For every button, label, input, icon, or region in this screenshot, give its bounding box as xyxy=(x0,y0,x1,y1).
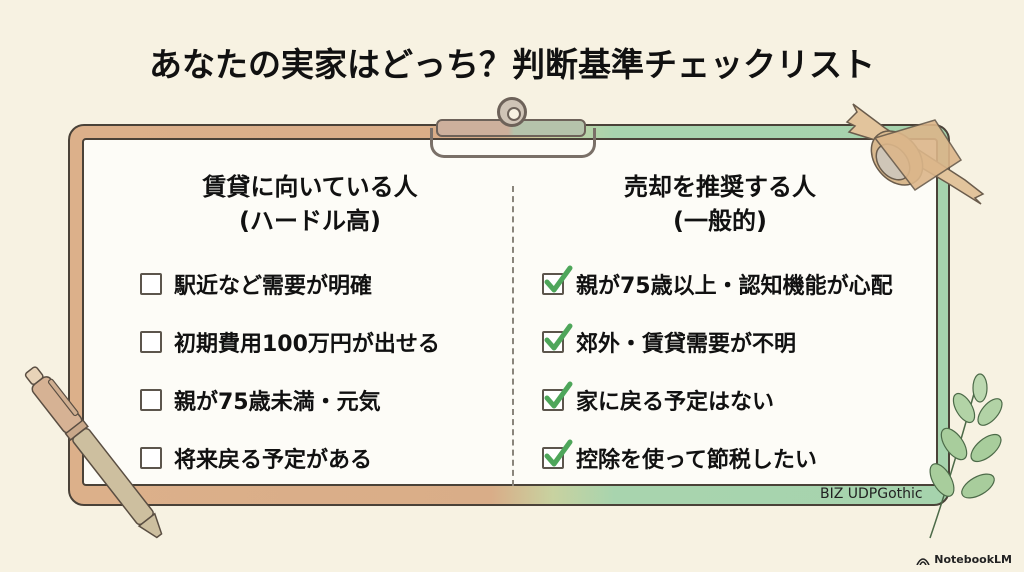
brand-label: NotebookLM xyxy=(934,553,1012,566)
clipboard-paper xyxy=(82,138,938,486)
leaf-sprig-icon xyxy=(929,373,1003,539)
clipboard-clip-ring-icon xyxy=(497,97,527,127)
font-note: BIZ UDPGothic xyxy=(820,486,923,502)
right-checklist-item: 親が75歳以上・認知機能が心配 xyxy=(542,265,893,300)
item-label: 家に戻る予定はない xyxy=(576,390,775,415)
checkbox-checked-icon[interactable] xyxy=(542,265,573,295)
checkbox-unchecked-icon[interactable] xyxy=(140,447,162,469)
item-label: 親が75歳未満・元気 xyxy=(174,390,381,415)
right-heading-line2: (一般的) xyxy=(673,207,767,235)
right-checklist-item: 控除を使って節税したい xyxy=(542,439,817,474)
right-column-heading: 売却を推奨する人 (一般的) xyxy=(530,170,910,238)
item-label: 初期費用100万円が出せる xyxy=(174,332,440,357)
item-label: 駅近など需要が明確 xyxy=(174,274,373,299)
right-heading-line1: 売却を推奨する人 xyxy=(624,173,816,201)
notebooklm-logo-icon xyxy=(916,557,930,565)
column-divider xyxy=(512,186,514,486)
item-label: 将来戻る予定がある xyxy=(174,448,373,473)
notebooklm-brand: NotebookLM xyxy=(916,553,1012,566)
left-column-heading: 賃貸に向いている人 (ハードル高) xyxy=(130,170,490,238)
left-checklist-item: 駅近など需要が明確 xyxy=(140,268,372,300)
left-checklist-item: 初期費用100万円が出せる xyxy=(140,326,440,358)
left-heading-line1: 賃貸に向いている人 xyxy=(202,173,418,201)
checkbox-unchecked-icon[interactable] xyxy=(140,331,162,353)
left-checklist-item: 将来戻る予定がある xyxy=(140,442,372,474)
page-title: あなたの実家はどっち？判断基準チェックリスト xyxy=(149,45,875,84)
item-label: 控除を使って節税したい xyxy=(576,448,817,473)
checkbox-unchecked-icon[interactable] xyxy=(140,273,162,295)
checkbox-unchecked-icon[interactable] xyxy=(140,389,162,411)
pen-icon xyxy=(24,366,163,539)
left-heading-line2: (ハードル高) xyxy=(239,207,381,235)
item-label: 郊外・賃貸需要が不明 xyxy=(576,332,797,357)
checkbox-checked-icon[interactable] xyxy=(542,323,573,353)
checkbox-checked-icon[interactable] xyxy=(542,381,573,411)
right-checklist-item: 郊外・賃貸需要が不明 xyxy=(542,323,797,358)
checkbox-checked-icon[interactable] xyxy=(542,439,573,469)
item-label: 親が75歳以上・認知機能が心配 xyxy=(576,274,893,299)
right-checklist-item: 家に戻る予定はない xyxy=(542,381,775,416)
clipboard-clip-loop xyxy=(430,128,596,158)
left-checklist-item: 親が75歳未満・元気 xyxy=(140,384,381,416)
washi-tape-icon xyxy=(845,103,985,205)
